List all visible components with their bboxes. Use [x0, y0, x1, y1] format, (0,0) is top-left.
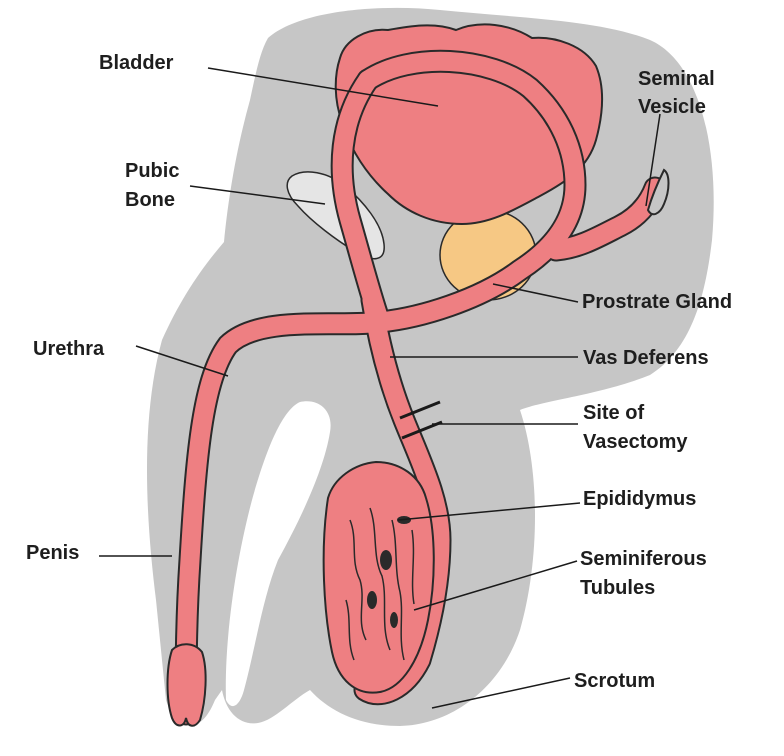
urethra: [176, 312, 390, 724]
label-seminiferous-tubules-line1: Seminiferous: [580, 548, 707, 570]
seminal-vesicle: [646, 168, 670, 216]
penis-scrotum-gap: [225, 401, 331, 707]
seminiferous-tubules: [345, 507, 415, 661]
vas-deferens: [355, 290, 450, 704]
label-pubic-bone-line1: Pubic: [125, 160, 180, 182]
label-scrotum: Scrotum: [574, 670, 656, 692]
label-seminiferous-tubules-line2: Tubules: [580, 577, 656, 599]
label-prostate-gland: Prostrate Gland: [582, 291, 733, 313]
label-seminal-vesicle-line2: Vesicle: [638, 96, 706, 118]
label-seminal-vesicle-line1: Seminal: [638, 68, 715, 90]
leader-lines: [99, 67, 661, 709]
label-site-of-vasectomy-line1: Site of: [583, 402, 645, 424]
label-pubic-bone-line2: Bone: [125, 189, 175, 211]
label-epididymus: Epididymus: [583, 488, 697, 510]
label-site-of-vasectomy-line2: Vasectomy: [583, 431, 688, 453]
penis-glans: [166, 643, 207, 727]
label-vas-deferens: Vas Deferens: [583, 347, 709, 369]
label-urethra: Urethra: [33, 338, 105, 360]
label-penis: Penis: [26, 542, 80, 564]
label-bladder: Bladder: [99, 52, 174, 74]
ejaculatory-loop: [358, 51, 585, 332]
